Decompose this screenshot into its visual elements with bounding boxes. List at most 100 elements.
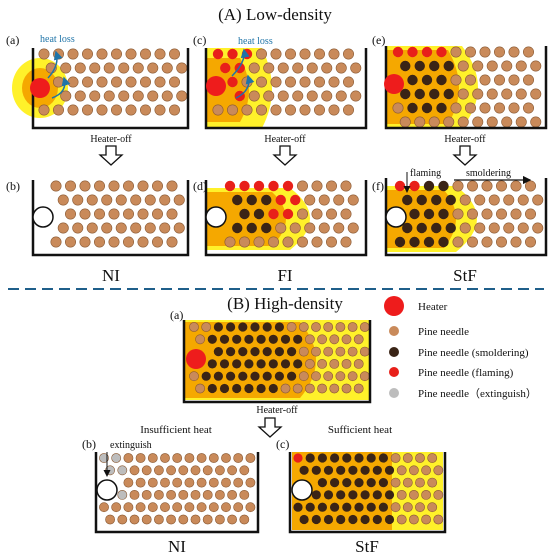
pine-needle-smoldering [407, 74, 418, 86]
pine-needle-smoldering [207, 383, 217, 394]
pine-needle-smoldering [438, 180, 449, 192]
pine-needle [140, 104, 152, 116]
pine-needle [341, 334, 352, 345]
pine-needle [178, 489, 189, 500]
pine-needle [501, 116, 513, 128]
pine-needle [433, 489, 444, 500]
pine-needle [479, 74, 491, 86]
pine-needle [147, 502, 158, 513]
pine-needle-smoldering [429, 88, 440, 100]
pine-needle [282, 236, 294, 248]
pine-needle [495, 180, 507, 192]
pine-needle-smoldering [372, 465, 382, 475]
heat-loss-arrows [47, 48, 255, 99]
pine-needle-flaming [282, 180, 294, 192]
pine-needle-smoldering [360, 465, 370, 475]
pine-needle [317, 334, 327, 345]
pine-needle [311, 346, 321, 357]
pine-needle [333, 222, 345, 234]
pine-needle [296, 236, 308, 248]
pine-needle [184, 477, 195, 488]
down-arrow-icon [272, 145, 298, 166]
pine-needle [160, 502, 170, 513]
insufficient-heat-label: Insufficient heat [140, 424, 212, 436]
pine-needle-smoldering [445, 222, 456, 234]
pine-needle [190, 465, 201, 476]
pine-needle-smoldering [246, 222, 257, 234]
pine-needle-smoldering [330, 453, 340, 463]
pine-needle [152, 180, 164, 192]
pine-needle [323, 371, 334, 382]
pine-needle [267, 236, 279, 248]
pine-needle-smoldering [239, 208, 250, 220]
pine-needle [96, 76, 108, 88]
pine-needle [427, 502, 438, 513]
pine-needle-extinguished [117, 465, 128, 476]
pine-needle [147, 62, 159, 74]
pine-needle-smoldering [293, 334, 303, 344]
pine-needle [275, 222, 287, 234]
pine-needle [350, 90, 362, 102]
pine-needle-smoldering [414, 88, 425, 100]
pine-needle-smoldering [366, 478, 376, 488]
pine-needle-smoldering [262, 347, 272, 357]
pine-needle [341, 383, 352, 394]
pine-needle [530, 116, 542, 128]
pine-needle [79, 208, 91, 220]
pine-needle [140, 76, 152, 88]
pine-needle [227, 514, 237, 525]
pine-needle-smoldering [366, 502, 376, 512]
pine-needle-flaming [392, 46, 404, 58]
container-c [204, 48, 368, 130]
pine-needle [277, 62, 289, 74]
pine-needle [172, 477, 183, 488]
pine-needle-smoldering [348, 465, 358, 475]
pine-needle-smoldering [238, 371, 248, 381]
pine-needle-smoldering [293, 359, 303, 369]
pine-needle-smoldering [445, 194, 456, 206]
pine-needle [415, 453, 425, 463]
pine-needle [89, 62, 101, 74]
pine-needle [508, 46, 520, 58]
pine-needle-smoldering [416, 194, 427, 206]
pine-needle-smoldering [436, 102, 447, 114]
pine-needle [159, 194, 171, 206]
pine-needle [510, 180, 522, 192]
pine-needle [321, 62, 333, 74]
pine-needle [306, 90, 318, 102]
pine-needle [125, 48, 137, 60]
pine-needle [396, 489, 407, 500]
heater-off [205, 206, 227, 228]
pine-needle [65, 236, 77, 248]
pine-needle [67, 48, 79, 60]
pine-needle [524, 236, 536, 248]
pine-needle [289, 222, 301, 234]
pine-needle [233, 502, 244, 513]
legend-heater-label: Heater [418, 301, 448, 313]
pine-needle [159, 222, 171, 234]
pine-needle [166, 465, 176, 476]
pine-needle [296, 180, 308, 192]
heater-off [291, 479, 313, 501]
pine-needle [189, 371, 199, 382]
pine-needle-smoldering [293, 502, 303, 512]
pine-needle [147, 90, 159, 102]
pine-needle [299, 76, 311, 88]
panel-label-bc: (c) [276, 437, 289, 451]
pine-needle-smoldering [384, 465, 395, 475]
pine-needle-smoldering [232, 334, 242, 344]
pine-needle-smoldering [207, 359, 217, 369]
pine-needle-smoldering [287, 371, 297, 381]
pine-needle-flaming [220, 62, 231, 74]
heater-off-label: Heater-off [264, 134, 306, 145]
pine-needle [359, 346, 370, 357]
pine-needle [173, 222, 185, 234]
pine-needle [402, 477, 413, 488]
pine-needle [495, 208, 507, 220]
pine-needle [147, 453, 158, 463]
pine-needle [255, 104, 267, 116]
container-ba [182, 320, 372, 404]
pine-needle-smoldering [400, 60, 411, 72]
pine-needle-smoldering [336, 465, 346, 475]
pine-needle [137, 180, 149, 192]
